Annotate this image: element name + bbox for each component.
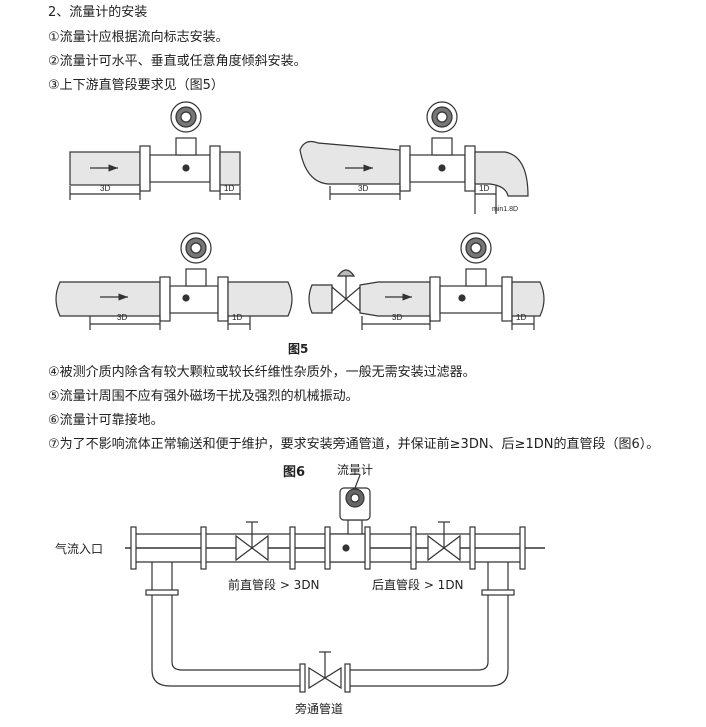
fig5-panel-1 [69, 101, 241, 200]
fig6-front-label: 前直管段 > 3DN [228, 578, 320, 592]
figure-5 [55, 101, 545, 330]
fig5-panel2-1d-label: 1D [479, 184, 490, 193]
fig6-rear-label: 后直管段 > 1DN [372, 578, 464, 592]
fig5-panel4-3d-label: 3D [392, 313, 403, 322]
fig5-panel1-3d-label: 3D [100, 184, 111, 193]
step-5: ⑤流量计周围不应有强外磁场干扰及强烈的机械振动。 [48, 389, 359, 404]
fig5-panel4-1d-label: 1D [516, 313, 527, 322]
fig5-panel-4 [308, 232, 545, 330]
step-1: ①流量计应根据流向标志安装。 [48, 30, 229, 45]
step-4: ④被测介质内除含有较大颗粒或较长纤维性杂质外，一般无需安装过滤器。 [48, 365, 476, 380]
fig5-panel-3 [55, 232, 293, 330]
section-title: 2、流量计的安装 [48, 5, 148, 20]
fig5-panel1-1d-label: 1D [224, 184, 235, 193]
fig5-panel2-min-label: min1.8D [492, 206, 519, 213]
fig6-meter-label: 流量计 [337, 463, 374, 477]
fig5-panel3-1d-label: 1D [232, 313, 243, 322]
fig5-panel3-3d-label: 3D [117, 313, 128, 322]
fig6-bypass-label: 旁通管道 [295, 702, 344, 716]
step-7: ⑦为了不影响流体正常输送和便于维护，要求安装旁通管道，并保证前≥3DN、后≥1D… [48, 437, 660, 452]
fig6-inlet-label: 气流入口 [55, 542, 104, 556]
fig6-caption: 图6 [283, 465, 306, 480]
fig5-caption: 图5 [288, 342, 309, 356]
step-2: ②流量计可水平、垂直或任意角度倾斜安装。 [48, 54, 307, 69]
step-3: ③上下游直管段要求见（图5） [48, 78, 224, 93]
fig5-panel-2 [299, 101, 529, 214]
fig5-panel2-3d-label: 3D [358, 184, 369, 193]
step-6: ⑥流量计可靠接地。 [48, 413, 164, 428]
